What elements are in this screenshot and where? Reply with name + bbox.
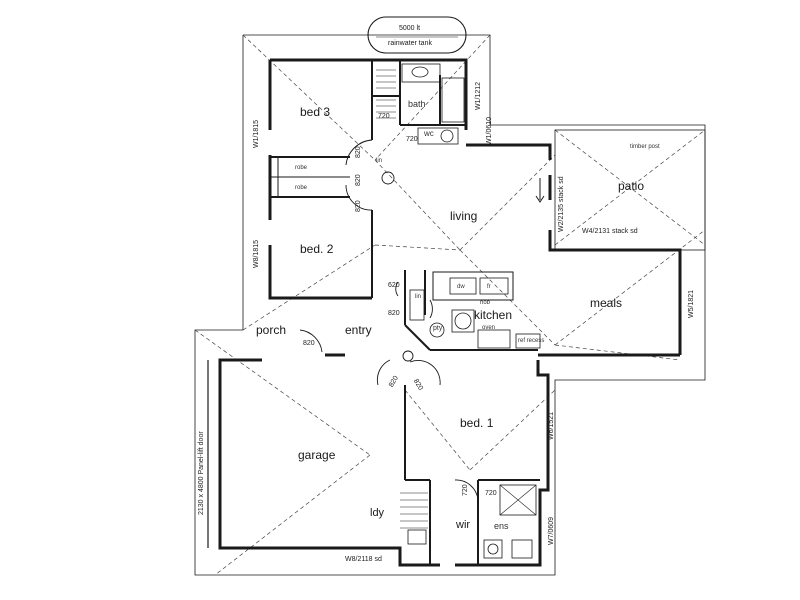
door-size-front: 820: [303, 340, 315, 347]
rainwater-tank: [367, 16, 467, 54]
tank-size-label: 5000 lt: [399, 25, 421, 32]
window-bed1-label: W6/1521: [548, 411, 555, 440]
window-living-stacker-label: W2/2135 stack sd: [558, 176, 565, 232]
oven-label: oven: [482, 325, 496, 331]
room-label-garage: garage: [298, 448, 336, 462]
window-laundry-label: W8/2118 sd: [345, 556, 382, 563]
robe-lower-label: robe: [295, 185, 308, 191]
room-label-pty: pty: [433, 325, 443, 332]
door-size-wc: 720: [406, 136, 418, 143]
room-label-bath: bath: [408, 99, 426, 109]
room-label-kitchen: kitchen: [474, 308, 513, 322]
room-label-meals: meals: [590, 296, 623, 310]
room-label-wc: wc: [424, 129, 434, 138]
robe-upper-label: robe: [295, 165, 308, 171]
room-label-bed3: bed 3: [300, 105, 331, 119]
timber-post-label: timber post: [630, 144, 660, 150]
room-label-patio: patio: [618, 179, 645, 193]
room-label-ldy: ldy: [370, 507, 385, 519]
room-label-bed1: bed. 1: [460, 416, 494, 430]
room-label-porch: porch: [256, 323, 287, 337]
door-size-kitchen1: 620: [388, 282, 400, 289]
window-ensuite-label: W7/0609: [548, 516, 555, 545]
linen-label: lin: [376, 158, 383, 164]
window-meals-label: W5/1821: [688, 289, 695, 318]
room-label-wir: wir: [456, 519, 471, 531]
dw-label: dw: [457, 284, 465, 290]
door-size-kitchen2: 820: [388, 310, 400, 317]
room-label-living: living: [450, 209, 478, 223]
window-patio-stacker-label: W4/2131 stack sd: [582, 228, 638, 235]
fridge-label: fr: [487, 284, 491, 290]
door-size-ens: 720: [462, 484, 469, 496]
window-bath-label: W1/1212: [475, 81, 482, 110]
door-size-bed2: 820: [355, 200, 362, 212]
door-size-ens2: 720: [485, 490, 497, 497]
room-label-entry: entry: [345, 323, 372, 337]
door-size-bath: 720: [378, 113, 390, 120]
hob-label: hob: [480, 300, 491, 306]
ref-recess-label: ref recess: [518, 338, 545, 344]
room-label-bed2: bed. 2: [300, 242, 334, 256]
tank-name-label: rainwater tank: [388, 40, 432, 47]
window-bed3-label: W1/1815: [253, 119, 260, 148]
window-bed2-label: W8/1815: [253, 239, 260, 268]
door-size-bed3: 820: [355, 146, 362, 158]
roof-outline: [194, 34, 706, 576]
lin-cupboard-label: lin: [415, 294, 422, 300]
garage-door-label: 2130 x 4800 Panel-lift door: [198, 431, 205, 515]
room-label-ens: ens: [494, 521, 509, 531]
window-ens-label: W1/0610: [486, 116, 493, 145]
